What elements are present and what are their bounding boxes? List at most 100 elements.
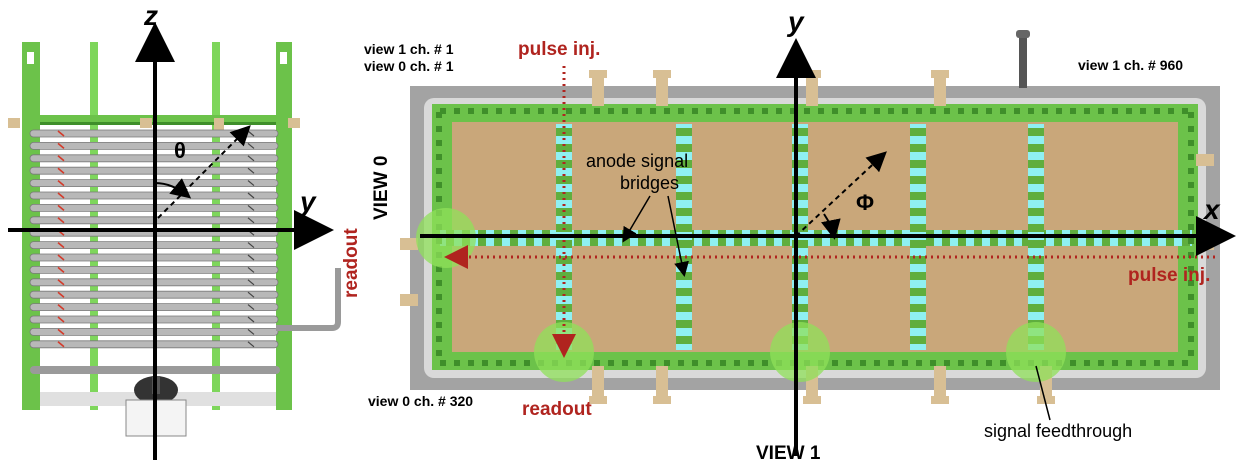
bridge-segment <box>676 288 692 296</box>
rim-tick <box>944 108 950 114</box>
rim-tick <box>566 108 572 114</box>
rim-tick <box>1112 360 1118 366</box>
rim-tick <box>832 360 838 366</box>
frame-slot-left <box>27 52 34 64</box>
bridges-pointer-1 <box>622 195 651 243</box>
bridge-segment <box>676 304 692 312</box>
rim-tick <box>482 108 488 114</box>
rim-tick <box>762 360 768 366</box>
bridge-segment <box>792 256 808 264</box>
rim-tick <box>748 108 754 114</box>
rim-tick <box>1188 350 1194 356</box>
connector-top-cap <box>589 70 607 78</box>
bridge-segment <box>676 256 692 264</box>
top-connector <box>288 118 300 128</box>
rim-tick <box>436 308 442 314</box>
bridge-segment <box>1028 224 1044 232</box>
bridge-segment <box>1028 192 1044 200</box>
bridge-segment <box>910 272 926 280</box>
bridge-segment <box>1028 176 1044 184</box>
bridge-segment <box>910 224 926 232</box>
connector-top <box>656 72 668 106</box>
rim-tick <box>958 360 964 366</box>
connector-bottom <box>934 366 946 400</box>
rim-tick <box>1028 108 1034 114</box>
rim-tick <box>902 360 908 366</box>
connector-bottom-cap <box>589 396 607 404</box>
side-pipe <box>276 268 341 331</box>
rim-tick <box>1084 108 1090 114</box>
tube-marker <box>247 180 255 187</box>
bridge-segment <box>1028 288 1044 296</box>
rim-tick <box>1154 360 1160 366</box>
rim-tick <box>650 360 656 366</box>
tube-marker <box>247 316 255 323</box>
rim-tick <box>1188 154 1194 160</box>
rim-tick <box>436 126 442 132</box>
rim-tick <box>1126 108 1132 114</box>
chimney-pipe <box>1019 32 1027 88</box>
rim-tick <box>1188 224 1194 230</box>
rim-tick <box>436 154 442 160</box>
connector-top-cap <box>931 70 949 78</box>
label-view1-ch1: view 1 ch. # 1 <box>364 41 454 57</box>
rim-tick <box>748 360 754 366</box>
connector-top <box>934 72 946 106</box>
rim-tick <box>1188 252 1194 258</box>
rim-tick <box>1140 360 1146 366</box>
bridge-segment <box>676 160 692 168</box>
label-view1: VIEW 1 <box>756 443 821 464</box>
top-connector <box>140 118 152 128</box>
bridge-segment <box>792 240 808 248</box>
bridge-segment <box>910 240 926 248</box>
rim-tick <box>860 108 866 114</box>
bridge-segment <box>1028 304 1044 312</box>
rim-tick <box>1188 308 1194 314</box>
bridge-segment <box>792 144 808 152</box>
rim-tick <box>1188 196 1194 202</box>
rim-tick <box>594 108 600 114</box>
rim-tick <box>1188 112 1194 118</box>
highlight-feedthrough-1 <box>770 322 830 382</box>
rim-tick <box>580 108 586 114</box>
rim-tick <box>818 108 824 114</box>
rim-tick <box>972 108 978 114</box>
frame-post-left <box>22 42 40 410</box>
bridge-segment <box>792 304 808 312</box>
rim-tick <box>1168 360 1174 366</box>
rim-tick <box>454 360 460 366</box>
rim-tick <box>436 168 442 174</box>
bridge-segment <box>792 272 808 280</box>
rim-tick <box>1188 336 1194 342</box>
label-pulse-inj-top: pulse inj. <box>518 39 601 60</box>
tube-marker <box>57 279 65 286</box>
rim-tick <box>1000 360 1006 366</box>
top-view <box>400 30 1236 456</box>
rim-tick <box>1000 108 1006 114</box>
rim-tick <box>986 360 992 366</box>
connector-side <box>400 294 418 306</box>
rim-tick <box>860 360 866 366</box>
rim-tick <box>1056 108 1062 114</box>
bridge-segment <box>1028 160 1044 168</box>
bridge-segment <box>1028 208 1044 216</box>
connector-top <box>592 72 604 106</box>
rim-tick <box>594 360 600 366</box>
connector-top-cap <box>653 70 671 78</box>
tube-marker <box>247 254 255 261</box>
rim-tick <box>496 108 502 114</box>
rim-tick <box>916 360 922 366</box>
rim-tick <box>692 360 698 366</box>
rim-tick <box>1188 294 1194 300</box>
rim-tick <box>436 280 442 286</box>
rim-tick <box>804 108 810 114</box>
axis-label-y-right: y <box>788 6 804 37</box>
rim-tick <box>440 108 446 114</box>
rim-tick <box>762 108 768 114</box>
rim-tick <box>440 360 446 366</box>
bridge-segment <box>556 144 572 152</box>
tube-marker <box>57 341 65 348</box>
rim-tick <box>706 108 712 114</box>
tube-marker <box>57 142 65 150</box>
